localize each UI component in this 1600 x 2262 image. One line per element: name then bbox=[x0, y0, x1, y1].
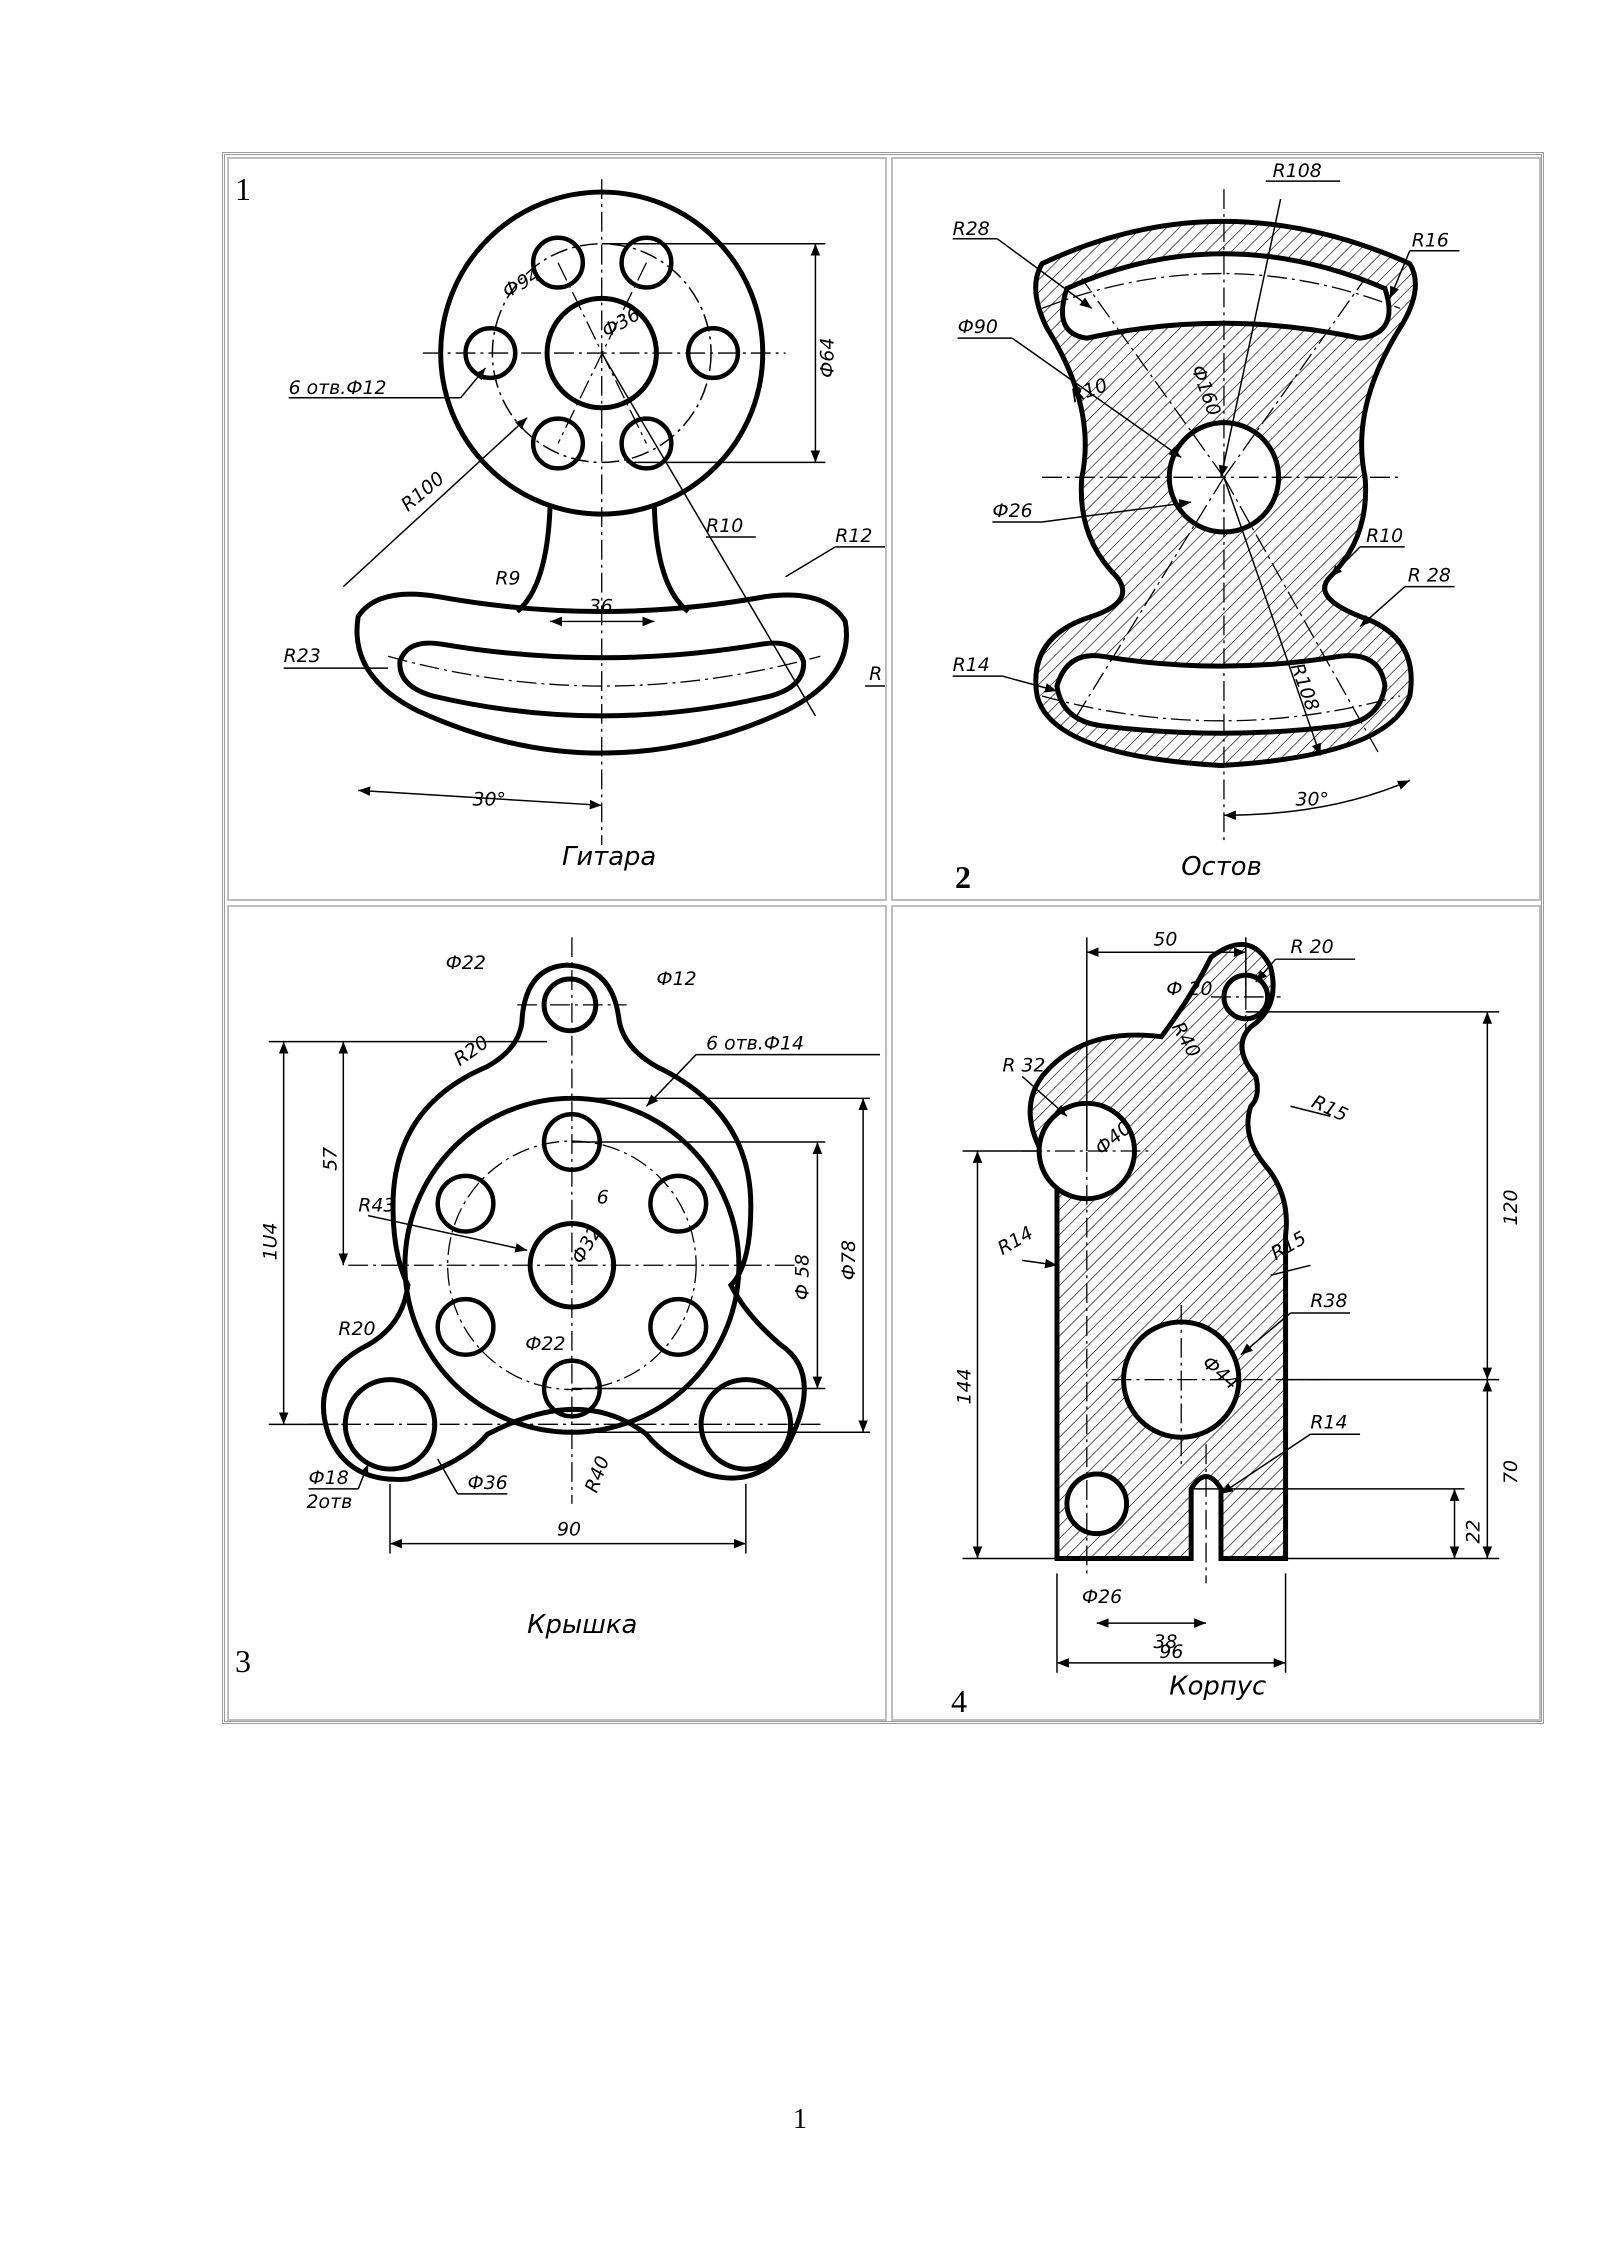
label-d90: Ф90 bbox=[958, 316, 998, 338]
drawing-grid: Ф94 Ф36 Ф64 6 отв.Ф12 R100 R10 R9 36 R12… bbox=[222, 152, 1544, 1724]
guitar-drawing: Ф94 Ф36 Ф64 6 отв.Ф12 R100 R10 R9 36 R12… bbox=[284, 179, 885, 872]
label-angle: 30° bbox=[473, 788, 506, 810]
label-d36: Ф36 bbox=[468, 1472, 508, 1494]
label-h144: 144 bbox=[954, 1368, 976, 1404]
drawing-title: Крышка bbox=[527, 1610, 637, 1640]
label-r43: R43 bbox=[358, 1195, 395, 1217]
label-h120: 120 bbox=[1500, 1190, 1522, 1226]
label-r23: R23 bbox=[284, 645, 321, 667]
drawing-cell-guitar: Ф94 Ф36 Ф64 6 отв.Ф12 R100 R10 R9 36 R12… bbox=[227, 157, 887, 901]
label-d12: Ф12 bbox=[656, 968, 696, 990]
label-w90: 90 bbox=[557, 1519, 581, 1541]
drawing-cell-housing: 50 R 20 Ф 20 R40 R 32 Ф40 R15 120 R14 R1… bbox=[891, 905, 1541, 1721]
drawing-title: Остов bbox=[1181, 852, 1262, 882]
label-d20: Ф 20 bbox=[1166, 978, 1212, 1000]
cover-drawing: Ф22 Ф12 R20 6 отв.Ф14 57 1U4 R43 6 Ф32 Ф… bbox=[260, 937, 881, 1640]
body-outline bbox=[354, 591, 849, 756]
label-r9: R9 bbox=[495, 568, 520, 590]
page-number: 1 bbox=[793, 2104, 807, 2135]
housing-body bbox=[1027, 942, 1289, 1561]
label-r40: R40 bbox=[581, 1453, 614, 1495]
label-h57: 57 bbox=[319, 1147, 341, 1171]
label-d26: Ф26 bbox=[1082, 1586, 1122, 1608]
label-angle: 30° bbox=[1296, 788, 1329, 810]
label-holes2: 2отв bbox=[307, 1491, 353, 1513]
label-d94: Ф94 bbox=[499, 264, 545, 303]
cover-outline bbox=[320, 962, 807, 1482]
label-r108a: R108 bbox=[1273, 160, 1322, 182]
label-r16: R16 bbox=[1412, 230, 1449, 252]
frame-drawing: R108 R28 R16 Ф90 R10 Ф160 Ф26 R10 R 28 R… bbox=[952, 160, 1460, 882]
label-d22b: Ф22 bbox=[525, 1333, 565, 1355]
label-r28a: R28 bbox=[953, 218, 990, 240]
drawing-number: 2 bbox=[955, 859, 971, 895]
drawing-title: Гитара bbox=[562, 842, 656, 872]
label-d58: Ф 58 bbox=[791, 1254, 813, 1300]
label-r12: R12 bbox=[835, 525, 872, 547]
label-d26: Ф26 bbox=[992, 500, 1032, 522]
drawing-number: 4 bbox=[951, 1683, 967, 1719]
label-r: R bbox=[869, 663, 882, 685]
label-r14a: R14 bbox=[994, 1222, 1037, 1260]
label-r20: R 20 bbox=[1291, 936, 1334, 958]
label-r14: R14 bbox=[953, 654, 990, 676]
label-h70: 70 bbox=[1500, 1460, 1522, 1484]
label-holes: 6 отв.Ф12 bbox=[289, 377, 387, 399]
label-d32: Ф32 bbox=[567, 1222, 606, 1268]
label-r15a: R15 bbox=[1308, 1091, 1351, 1127]
label-w6: 6 bbox=[597, 1187, 609, 1209]
label-d78: Ф78 bbox=[838, 1240, 860, 1280]
label-w96: 96 bbox=[1159, 1641, 1183, 1663]
label-r14b: R14 bbox=[1310, 1411, 1347, 1433]
drawing-cell-frame: R108 R28 R16 Ф90 R10 Ф160 Ф26 R10 R 28 R… bbox=[891, 157, 1541, 901]
label-d18: Ф18 bbox=[309, 1467, 349, 1489]
label-r20b: R20 bbox=[338, 1318, 375, 1340]
label-d22a: Ф22 bbox=[446, 952, 486, 974]
drawing-title: Корпус bbox=[1169, 1672, 1266, 1702]
label-r100: R100 bbox=[397, 467, 449, 515]
label-r28b: R 28 bbox=[1408, 565, 1451, 587]
label-r10b: R10 bbox=[1366, 525, 1403, 547]
drawing-number: 1 bbox=[235, 171, 251, 207]
drawing-number: 3 bbox=[235, 1643, 251, 1679]
label-r32: R 32 bbox=[1002, 1054, 1045, 1076]
label-w36: 36 bbox=[589, 595, 613, 617]
label-w38: 38 bbox=[1153, 1631, 1177, 1653]
label-r38: R38 bbox=[1310, 1290, 1347, 1312]
label-h22: 22 bbox=[1462, 1520, 1484, 1544]
label-holes: 6 отв.Ф14 bbox=[706, 1033, 804, 1055]
label-d64: Ф64 bbox=[816, 338, 838, 378]
label-h104: 1U4 bbox=[260, 1222, 282, 1260]
label-r10: R10 bbox=[706, 515, 743, 537]
label-w50: 50 bbox=[1153, 928, 1177, 950]
drawing-cell-cover: Ф22 Ф12 R20 6 отв.Ф14 57 1U4 R43 6 Ф32 Ф… bbox=[227, 905, 887, 1721]
bolt-holes bbox=[463, 235, 741, 471]
housing-drawing: 50 R 20 Ф 20 R40 R 32 Ф40 R15 120 R14 R1… bbox=[954, 928, 1523, 1702]
